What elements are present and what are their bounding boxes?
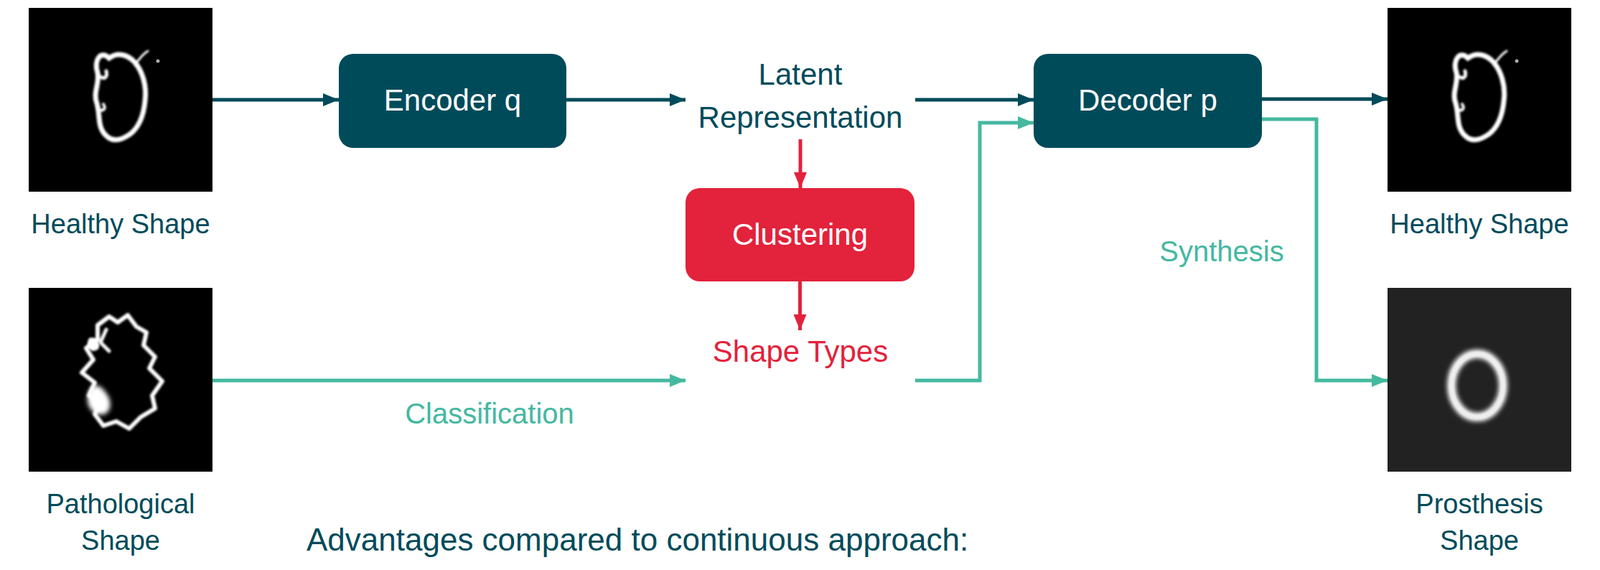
edge-label-wrap: Classification (345, 394, 634, 433)
image-caption: Healthy Shape (1360, 206, 1598, 243)
shape-label: Healthy Shape (2, 206, 240, 243)
edge-label: Classification (345, 394, 634, 433)
process-box: Clustering (685, 188, 915, 282)
shape-label: Pathological Shape (28, 485, 213, 560)
text-node: Latent Representation (685, 53, 916, 140)
arrow-connector (1261, 97, 1388, 102)
healthy-scan (28, 7, 213, 192)
arrow-connector (212, 379, 686, 383)
healthy-scan (1387, 7, 1572, 192)
text-node: Shape Types (685, 330, 916, 374)
arrow-connector (566, 98, 686, 102)
box-label: Decoder p (1078, 82, 1218, 119)
pathological-scan (28, 287, 213, 472)
prosthesis-scan (1387, 287, 1572, 472)
shape-label: Healthy Shape (1360, 206, 1598, 243)
edge-label-wrap: Synthesis (1078, 232, 1366, 270)
arrow-connector (798, 281, 802, 331)
note-wrap: Advantages compared to continuous approa… (306, 521, 969, 560)
box-label: Encoder q (384, 82, 522, 119)
process-box: Decoder p (1033, 53, 1262, 148)
box-label: Clustering (732, 216, 868, 253)
process-box: Encoder q (338, 53, 567, 148)
image-caption: Pathological Shape (28, 485, 213, 560)
arrow-connector (915, 122, 1034, 381)
edge-label: Synthesis (1078, 232, 1366, 270)
image-caption: Healthy Shape (2, 206, 240, 243)
image-caption: Prosthesis Shape (1387, 485, 1572, 560)
image-panel: Healthy Shape (1387, 7, 1572, 192)
note-text: Advantages compared to continuous approa… (306, 521, 969, 560)
arrow-connector (798, 139, 803, 189)
arrow-connector (915, 98, 1034, 102)
node-label: Latent Representation (685, 53, 916, 140)
image-panel: Pathological Shape (28, 287, 213, 472)
shape-label: Prosthesis Shape (1387, 485, 1572, 560)
arrow-connector (212, 98, 339, 102)
node-label: Shape Types (685, 330, 916, 374)
image-panel: Prosthesis Shape (1387, 287, 1572, 472)
image-panel: Healthy Shape (28, 7, 213, 192)
